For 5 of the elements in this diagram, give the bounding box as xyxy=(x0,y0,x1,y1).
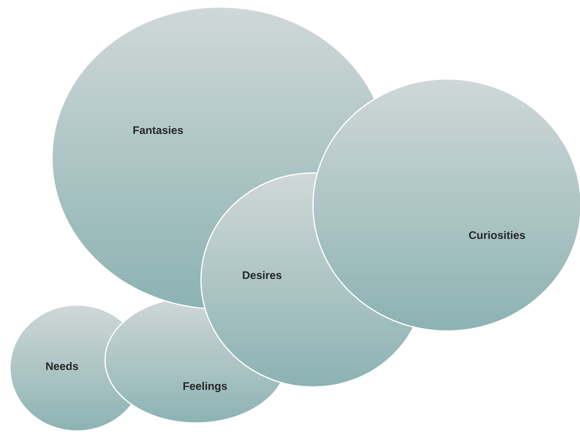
bubble-label: Desires xyxy=(242,270,282,280)
bubble-label: Needs xyxy=(46,362,78,370)
bubble-label: Fantasies xyxy=(133,126,183,134)
bubble-label: Curiosities xyxy=(469,230,525,240)
bubble-label: Feelings xyxy=(183,382,227,392)
